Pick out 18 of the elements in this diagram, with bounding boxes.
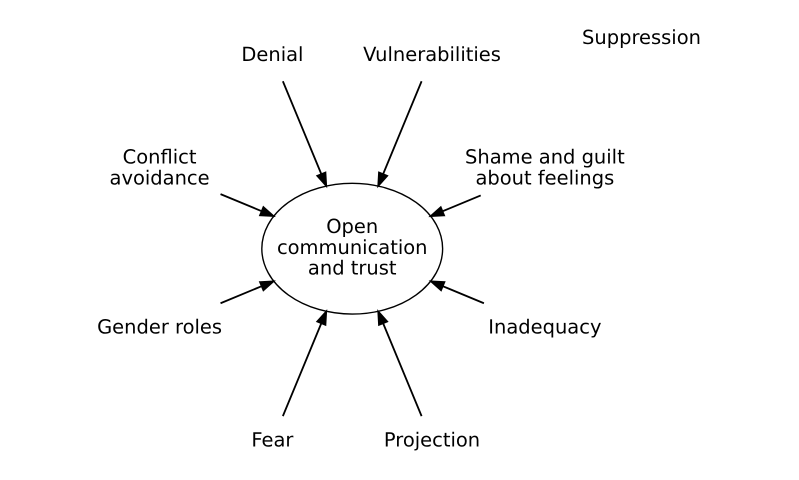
node-text: Fear [251,428,294,452]
arrow [220,280,276,304]
node-text: Conflict avoidance [110,146,210,190]
arrow [428,194,482,218]
arrow [282,80,328,188]
arrow [282,309,328,416]
arrow [220,193,276,218]
node-text: Vulnerabilities [363,43,501,66]
node-ellipse: Open communication and trust [261,182,444,315]
node-text: Inadequacy [488,316,602,339]
label: Suppression [582,26,701,49]
node-text: Gender roles [97,316,222,339]
node-text: Shame and guilt about feelings [465,146,625,190]
node-text: Projection [384,428,480,452]
node-text: Denial [241,43,304,66]
arrow [377,309,422,416]
arrow [377,80,422,188]
arrow [428,280,484,304]
